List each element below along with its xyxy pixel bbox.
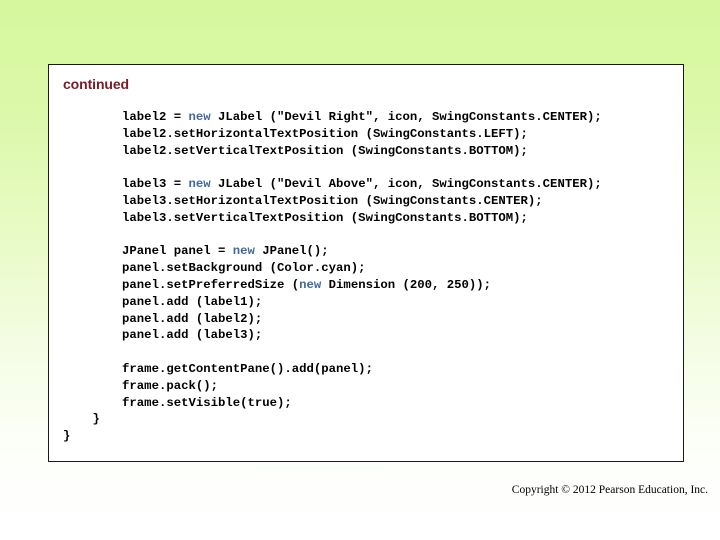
code-text: panel.setBackground (Color.cyan); [122, 261, 366, 276]
code-line [63, 227, 677, 244]
code-text: } [92, 412, 100, 427]
code-text: panel.add (label3); [122, 328, 263, 343]
code-line: panel.setBackground (Color.cyan); [63, 260, 677, 277]
copyright-notice: Copyright © 2012 Pearson Education, Inc. [511, 484, 708, 496]
code-line: frame.setVisible(true); [63, 395, 677, 412]
code-text: label3.setVerticalTextPosition (SwingCon… [122, 210, 528, 225]
code-text: label2.setHorizontalTextPosition (SwingC… [122, 126, 528, 141]
code-text: label3 = [122, 177, 189, 192]
code-text: label2 = [122, 110, 189, 124]
code-keyword: new [188, 177, 211, 192]
code-line: frame.getContentPane().add(panel); [63, 361, 677, 378]
code-line [63, 159, 677, 176]
code-text: label2.setVerticalTextPosition (SwingCon… [122, 143, 528, 158]
code-line: frame.pack(); [63, 378, 677, 395]
code-text: JPanel panel = [122, 244, 233, 259]
code-line: JPanel panel = new JPanel(); [63, 243, 677, 260]
code-line: panel.add (label2); [63, 311, 677, 328]
code-text: frame.setVisible(true); [122, 395, 292, 410]
code-text: JLabel ("Devil Right", icon, SwingConsta… [210, 110, 602, 124]
code-line: panel.setPreferredSize (new Dimension (2… [63, 277, 677, 294]
code-line: } [63, 428, 677, 445]
code-line: label2.setVerticalTextPosition (SwingCon… [63, 143, 677, 160]
code-text: Dimension (200, 250)); [321, 277, 492, 292]
code-keyword: new [188, 110, 211, 124]
code-text: JPanel(); [254, 244, 329, 259]
code-text: } [63, 429, 71, 444]
code-line: label3 = new JLabel ("Devil Above", icon… [63, 176, 677, 193]
code-text: JLabel ("Devil Above", icon, SwingConsta… [210, 177, 602, 192]
code-text: label3.setHorizontalTextPosition (SwingC… [122, 193, 543, 208]
code-keyword: new [232, 244, 255, 259]
code-text: frame.pack(); [122, 378, 218, 393]
code-keyword: new [299, 277, 322, 292]
code-line: panel.add (label1); [63, 294, 677, 311]
code-line: panel.add (label3); [63, 327, 677, 344]
code-text: panel.setPreferredSize ( [122, 277, 300, 292]
code-text: panel.add (label1); [122, 294, 263, 309]
code-line: label3.setHorizontalTextPosition (SwingC… [63, 193, 677, 210]
code-line: label2.setHorizontalTextPosition (SwingC… [63, 126, 677, 143]
code-line: label2 = new JLabel ("Devil Right", icon… [63, 109, 677, 126]
code-text: frame.getContentPane().add(panel); [122, 361, 373, 376]
code-listing: label2 = new JLabel ("Devil Right", icon… [63, 109, 677, 445]
code-line: label3.setVerticalTextPosition (SwingCon… [63, 210, 677, 227]
code-text: panel.add (label2); [122, 311, 263, 326]
code-panel: continued label2 = new JLabel ("Devil Ri… [48, 64, 684, 462]
code-line: } [63, 411, 677, 428]
code-line [63, 344, 677, 361]
continued-heading: continued [63, 76, 129, 92]
